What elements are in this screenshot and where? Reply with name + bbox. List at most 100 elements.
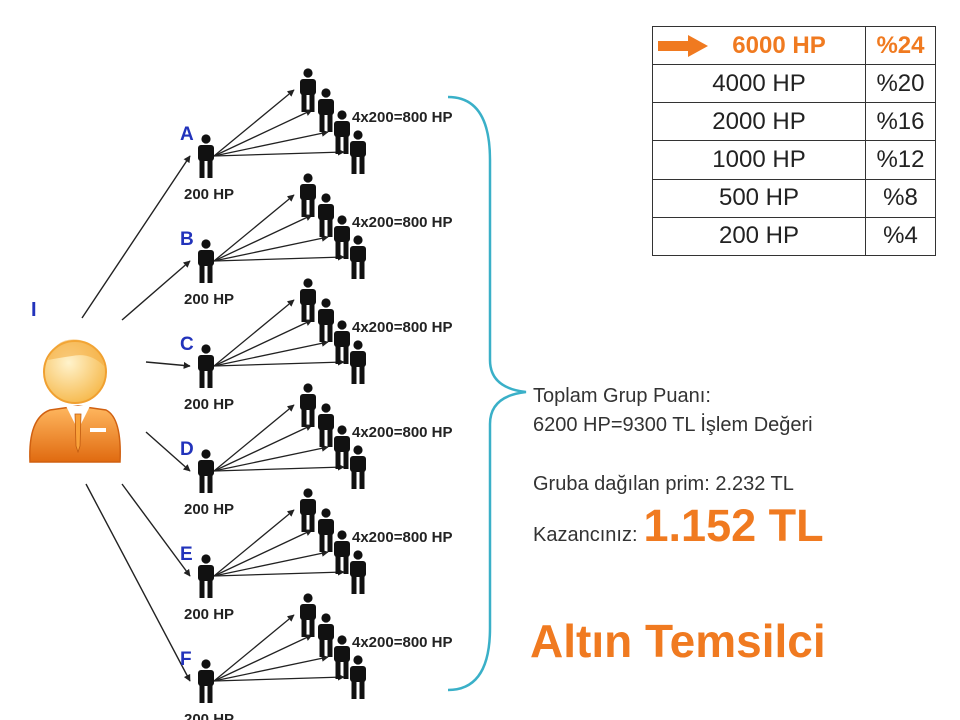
member-letter: D: [180, 439, 194, 460]
sub-member-person-icon: [318, 403, 334, 447]
member-letter: A: [180, 124, 194, 145]
sub-member-person-icon: [300, 593, 316, 637]
points-cell: 1000 HP: [652, 140, 866, 180]
member-to-sub-arrow: [213, 234, 329, 262]
member-to-sub-arrow: [213, 424, 313, 472]
member-to-sub-arrow: [213, 253, 345, 262]
arrows-layer: [81, 89, 345, 682]
rate-cell: %20: [865, 64, 936, 104]
rate-cell: %12: [865, 140, 936, 180]
sub-member-person-icon: [350, 235, 366, 279]
sub-member-person-icon: [334, 110, 350, 154]
sub-member-person-icon: [334, 215, 350, 259]
sub-member-person-icon: [334, 320, 350, 364]
member-person-icon: [198, 449, 214, 493]
sub-member-person-icon: [300, 278, 316, 322]
member-to-sub-arrow: [213, 89, 295, 157]
rate-cell: %4: [865, 216, 936, 257]
sub-member-person-icon: [334, 425, 350, 469]
sub-member-person-icon: [318, 508, 334, 552]
member-to-sub-arrow: [213, 463, 345, 472]
member-to-sub-arrow: [213, 509, 295, 577]
member-points-label: 200 HP: [184, 711, 234, 720]
member-to-sub-arrow: [213, 444, 329, 472]
sub-member-person-icon: [318, 193, 334, 237]
businessman-icon: [29, 339, 121, 463]
member-person-icon: [198, 239, 214, 283]
member-to-sub-arrow: [213, 358, 345, 367]
sub-member-person-icon: [350, 445, 366, 489]
sub-group-points-label: 4x200=800 HP: [352, 529, 453, 546]
member-to-sub-arrow: [213, 404, 295, 472]
sub-member-person-icon: [350, 655, 366, 699]
member-points-label: 200 HP: [184, 606, 234, 623]
earnings-line: Kazancınız:1.152 TL: [533, 500, 824, 552]
sub-member-person-icon: [318, 613, 334, 657]
transaction-value-text: 6200 HP=9300 TL İşlem Değeri: [533, 414, 813, 436]
member-to-sub-arrow: [213, 109, 313, 157]
root-to-member-arrow: [121, 483, 191, 577]
root-label: I: [31, 299, 37, 321]
member-letter: E: [180, 544, 193, 565]
member-points-label: 200 HP: [184, 396, 234, 413]
sub-member-person-icon: [300, 68, 316, 112]
member-to-sub-arrow: [213, 299, 295, 367]
sub-member-person-icon: [300, 383, 316, 427]
sub-group-points-label: 4x200=800 HP: [352, 214, 453, 231]
member-to-sub-arrow: [213, 634, 313, 682]
sub-member-person-icon: [300, 488, 316, 532]
points-text: 6000 HP: [732, 31, 826, 59]
member-letter: F: [180, 649, 192, 670]
group-bracket: [447, 95, 527, 692]
points-cell: 4000 HP: [652, 64, 866, 104]
points-cell: 6000 HP: [652, 25, 866, 66]
member-points-label: 200 HP: [184, 186, 234, 203]
member-person-icon: [198, 344, 214, 388]
member-to-sub-arrow: [213, 673, 345, 682]
sub-member-person-icon: [300, 173, 316, 217]
member-person-icon: [198, 134, 214, 178]
member-person-icon: [198, 554, 214, 598]
rate-row: 2000 HP %16: [652, 102, 936, 142]
sub-member-person-icon: [350, 550, 366, 594]
sub-group-points-label: 4x200=800 HP: [352, 109, 453, 126]
rate-cell: %24: [865, 25, 936, 66]
sub-member-person-icon: [350, 340, 366, 384]
sub-member-person-icon: [318, 298, 334, 342]
points-cell: 2000 HP: [652, 102, 866, 142]
sub-member-person-icon: [318, 88, 334, 132]
rate-row: 500 HP %8: [652, 178, 936, 218]
member-to-sub-arrow: [213, 339, 329, 367]
member-to-sub-arrow: [213, 319, 313, 367]
points-cell: 500 HP: [652, 178, 866, 218]
rate-row: 4000 HP %20: [652, 64, 936, 104]
member-to-sub-arrow: [213, 214, 313, 262]
root-to-member-arrow: [145, 361, 191, 369]
member-to-sub-arrow: [213, 568, 345, 577]
member-to-sub-arrow: [213, 614, 295, 682]
earnings-label: Kazancınız:: [533, 524, 638, 546]
rate-cell: %8: [865, 178, 936, 218]
sub-member-person-icon: [334, 635, 350, 679]
member-points-label: 200 HP: [184, 501, 234, 518]
member-points-label: 200 HP: [184, 291, 234, 308]
root-to-member-arrow: [121, 260, 191, 321]
sub-member-person-icon: [350, 130, 366, 174]
rate-row: 1000 HP %12: [652, 140, 936, 180]
rank-title: Altın Temsilci: [530, 615, 826, 667]
pointer-arrow-icon: [658, 35, 708, 57]
member-to-sub-arrow: [213, 129, 329, 157]
commission-rate-table: 6000 HP %24 4000 HP %20 2000 HP %16 1000…: [652, 25, 936, 257]
root-to-member-arrow: [81, 155, 191, 319]
root-to-member-arrow: [145, 431, 191, 472]
member-letter: B: [180, 229, 194, 250]
member-to-sub-arrow: [213, 549, 329, 577]
member-to-sub-arrow: [213, 529, 313, 577]
distributed-bonus-text: Gruba dağılan prim: 2.232 TL: [533, 473, 794, 495]
earnings-value: 1.152 TL: [643, 500, 824, 551]
sub-group-points-label: 4x200=800 HP: [352, 634, 453, 651]
sub-member-person-icon: [334, 530, 350, 574]
rate-row-highlighted: 6000 HP %24: [652, 25, 936, 66]
